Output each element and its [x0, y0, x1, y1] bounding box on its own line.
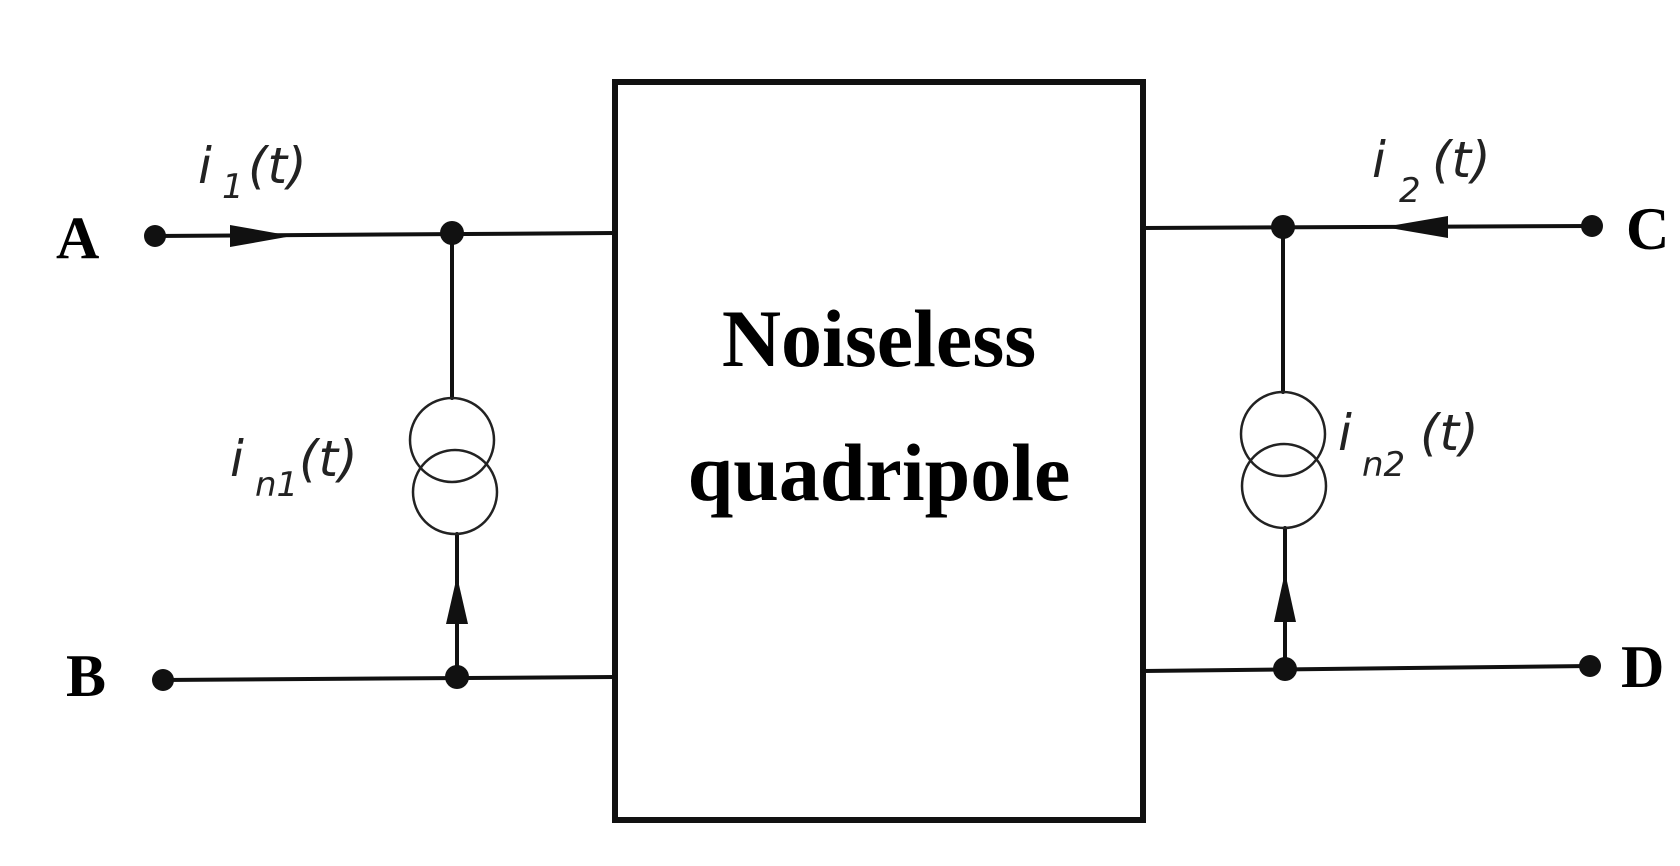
wire-b-bottom — [161, 675, 617, 682]
terminal-d-node — [1579, 655, 1601, 677]
current-label-in2: i n2 (t) — [1338, 404, 1479, 485]
arrow-i1-icon — [230, 225, 292, 247]
terminal-a-label: A — [56, 205, 99, 271]
junction-right-bottom — [1273, 657, 1297, 681]
terminal-b-node — [152, 669, 174, 691]
i2-symbol: i — [1372, 131, 1386, 189]
in1-argument: (t) — [299, 430, 358, 488]
i2-subscript: 2 — [1399, 171, 1421, 211]
noise-source-right-circle-bottom — [1240, 442, 1328, 530]
junction-left-bottom — [445, 665, 469, 689]
noise-source-left-circle-top — [408, 396, 496, 484]
i1-argument: (t) — [248, 137, 307, 195]
terminal-c-label: C — [1626, 196, 1669, 262]
terminal-c-node — [1581, 215, 1603, 237]
terminal-b-label: B — [66, 643, 106, 709]
in2-argument: (t) — [1420, 404, 1479, 462]
quadripole-label-line2: quadripole — [688, 427, 1071, 518]
current-label-i1: i 1 (t) — [198, 137, 307, 207]
noise-source-right-circle-top — [1239, 390, 1327, 478]
arrow-in1-icon — [446, 576, 468, 624]
i2-argument: (t) — [1432, 131, 1491, 189]
arrow-in2-icon — [1274, 572, 1296, 622]
arrow-i2-icon — [1384, 216, 1448, 238]
terminal-d-label: D — [1621, 634, 1664, 700]
in1-subscript: n1 — [255, 465, 298, 505]
in1-symbol: i — [230, 430, 244, 488]
quadripole-label-line1: Noiseless — [722, 293, 1036, 384]
in2-symbol: i — [1338, 404, 1352, 462]
wire-a-top — [153, 231, 617, 238]
terminal-a-node — [144, 225, 166, 247]
junction-left-top — [440, 221, 464, 245]
noise-source-left-circle-bottom — [411, 448, 499, 536]
i1-symbol: i — [198, 137, 212, 195]
wire-d-bottom — [1141, 664, 1592, 673]
wire-c-top — [1141, 224, 1594, 230]
quadripole-box — [612, 79, 1146, 823]
junction-right-top — [1271, 215, 1295, 239]
current-label-i2: i 2 (t) — [1372, 131, 1491, 211]
current-label-in1: i n1 (t) — [230, 430, 358, 505]
in2-subscript: n2 — [1362, 445, 1405, 485]
i1-subscript: 1 — [222, 167, 244, 207]
